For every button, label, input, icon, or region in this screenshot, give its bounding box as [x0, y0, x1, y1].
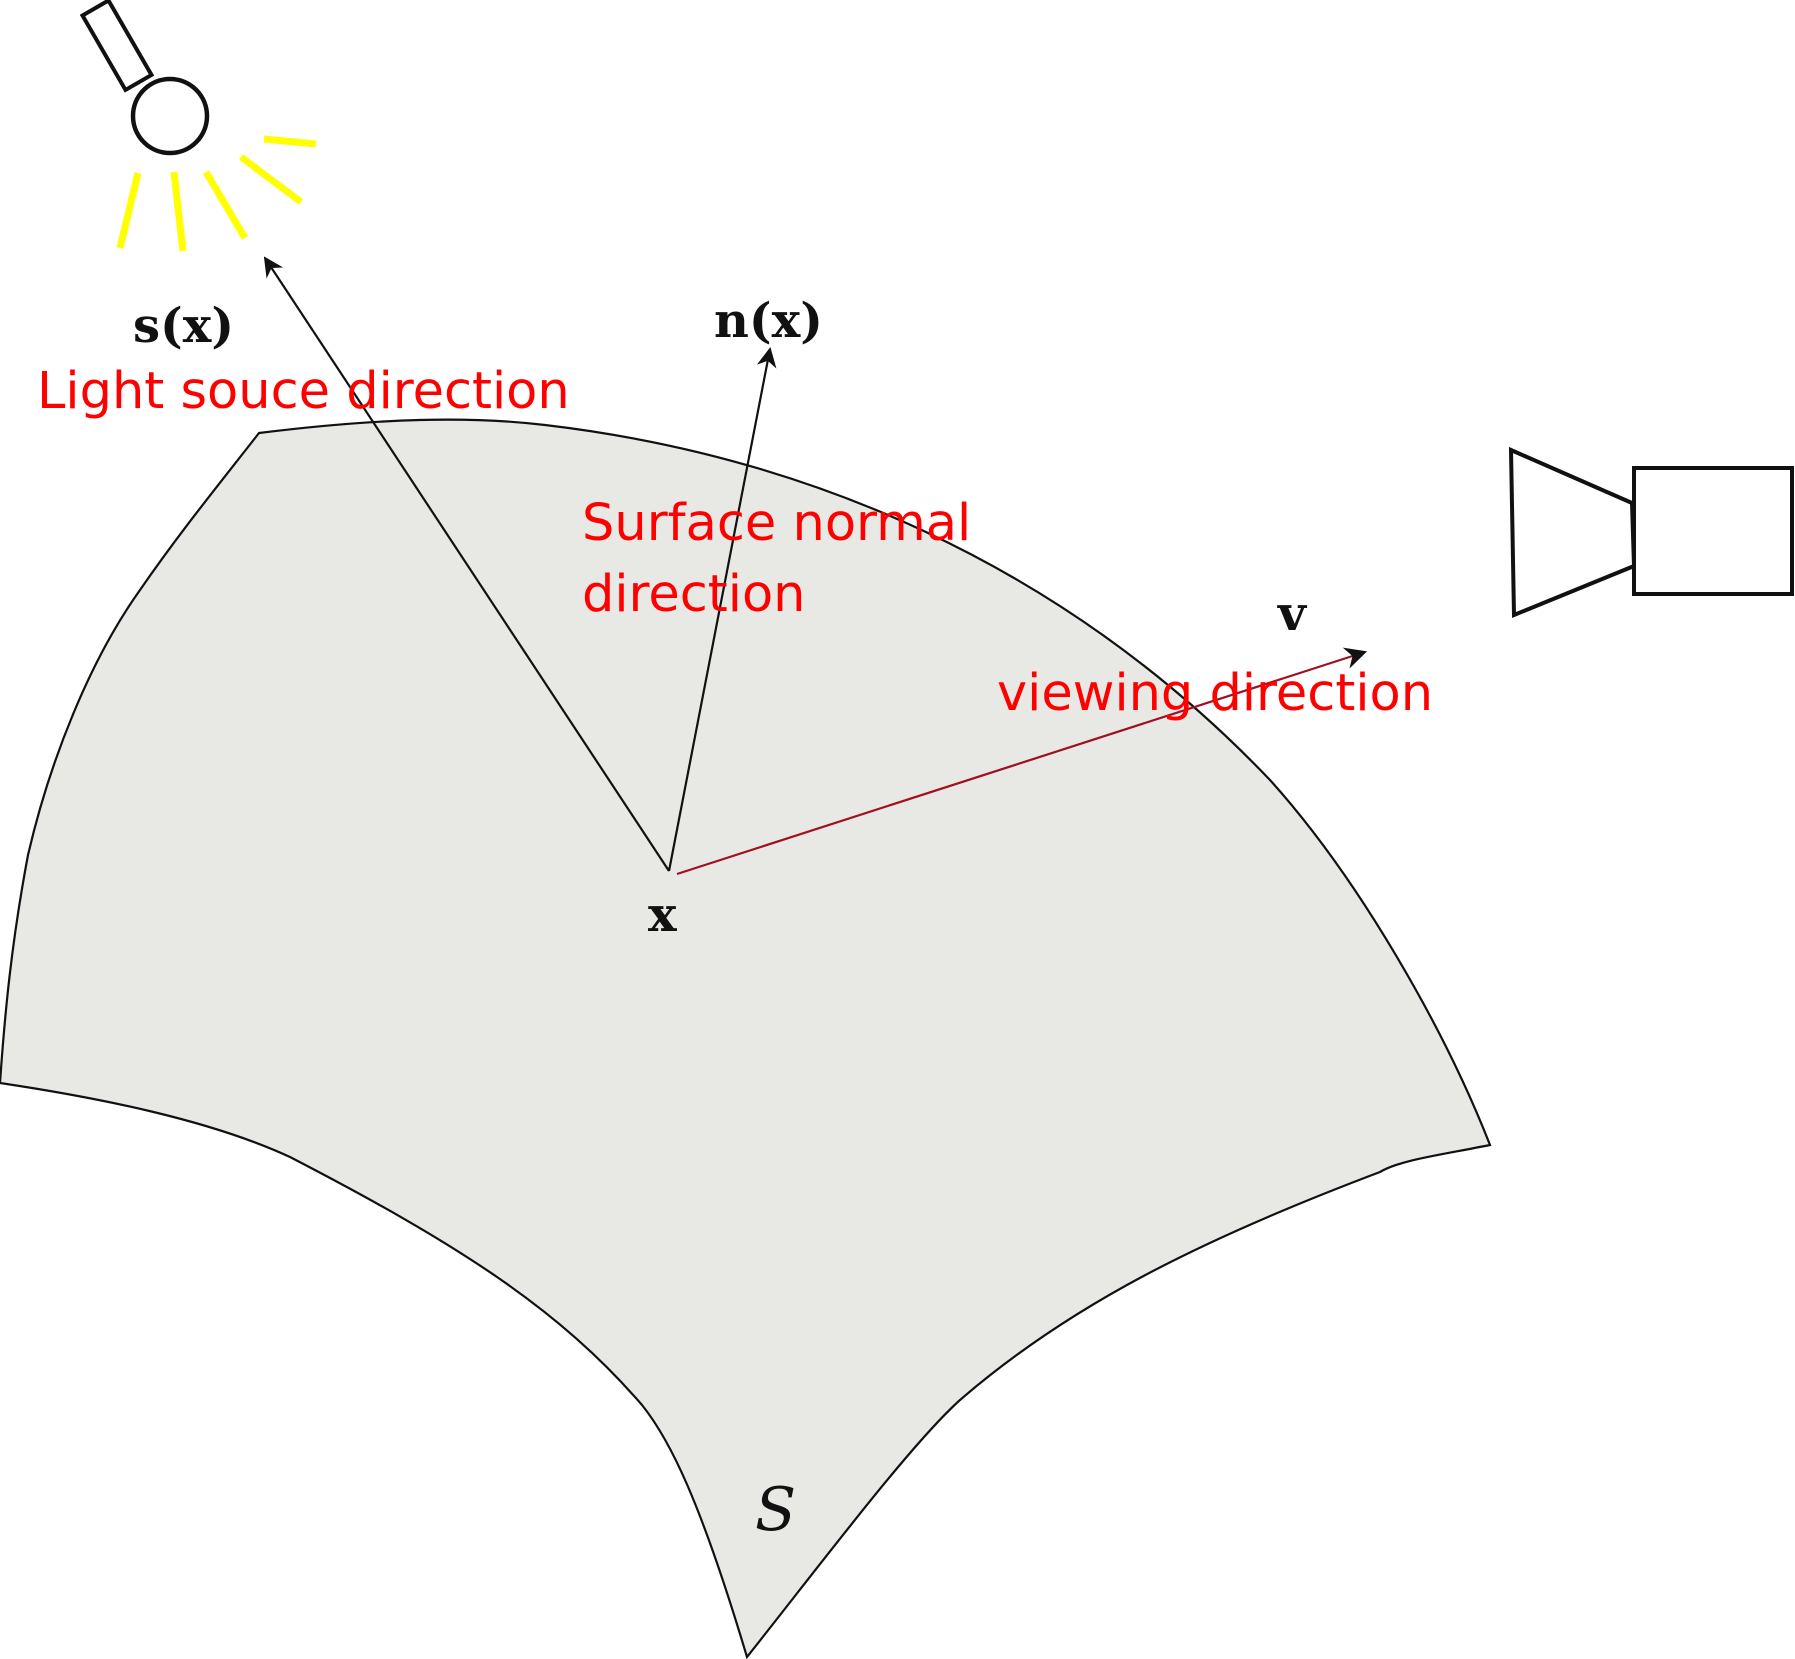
normal-direction-arrow: [667, 347, 777, 872]
viewing-direction-arrow: [676, 647, 1368, 876]
light-vector-label: s(x): [133, 298, 234, 354]
light-ray: [263, 135, 317, 148]
normal-direction-caption-line1: Surface normal: [582, 494, 971, 553]
view-vector-label: v: [1277, 586, 1308, 642]
light-rays: [116, 135, 317, 252]
normal-direction-caption-line2: direction: [582, 565, 806, 624]
light-ray: [202, 170, 249, 240]
normal-vector-label: n(x): [714, 293, 823, 349]
viewing-direction-caption: viewing direction: [997, 664, 1433, 723]
lamp-icon: [79, 0, 210, 156]
light-direction-arrow: [263, 256, 670, 872]
camera-icon: [1508, 446, 1794, 618]
light-ray: [170, 171, 187, 252]
surface-label: S: [755, 1475, 796, 1545]
light-ray: [116, 172, 142, 249]
surface-patch: [0, 418, 1492, 1659]
light-direction-caption: Light souce direction: [37, 362, 570, 421]
light-ray: [238, 154, 304, 205]
point-label: x: [648, 887, 677, 943]
